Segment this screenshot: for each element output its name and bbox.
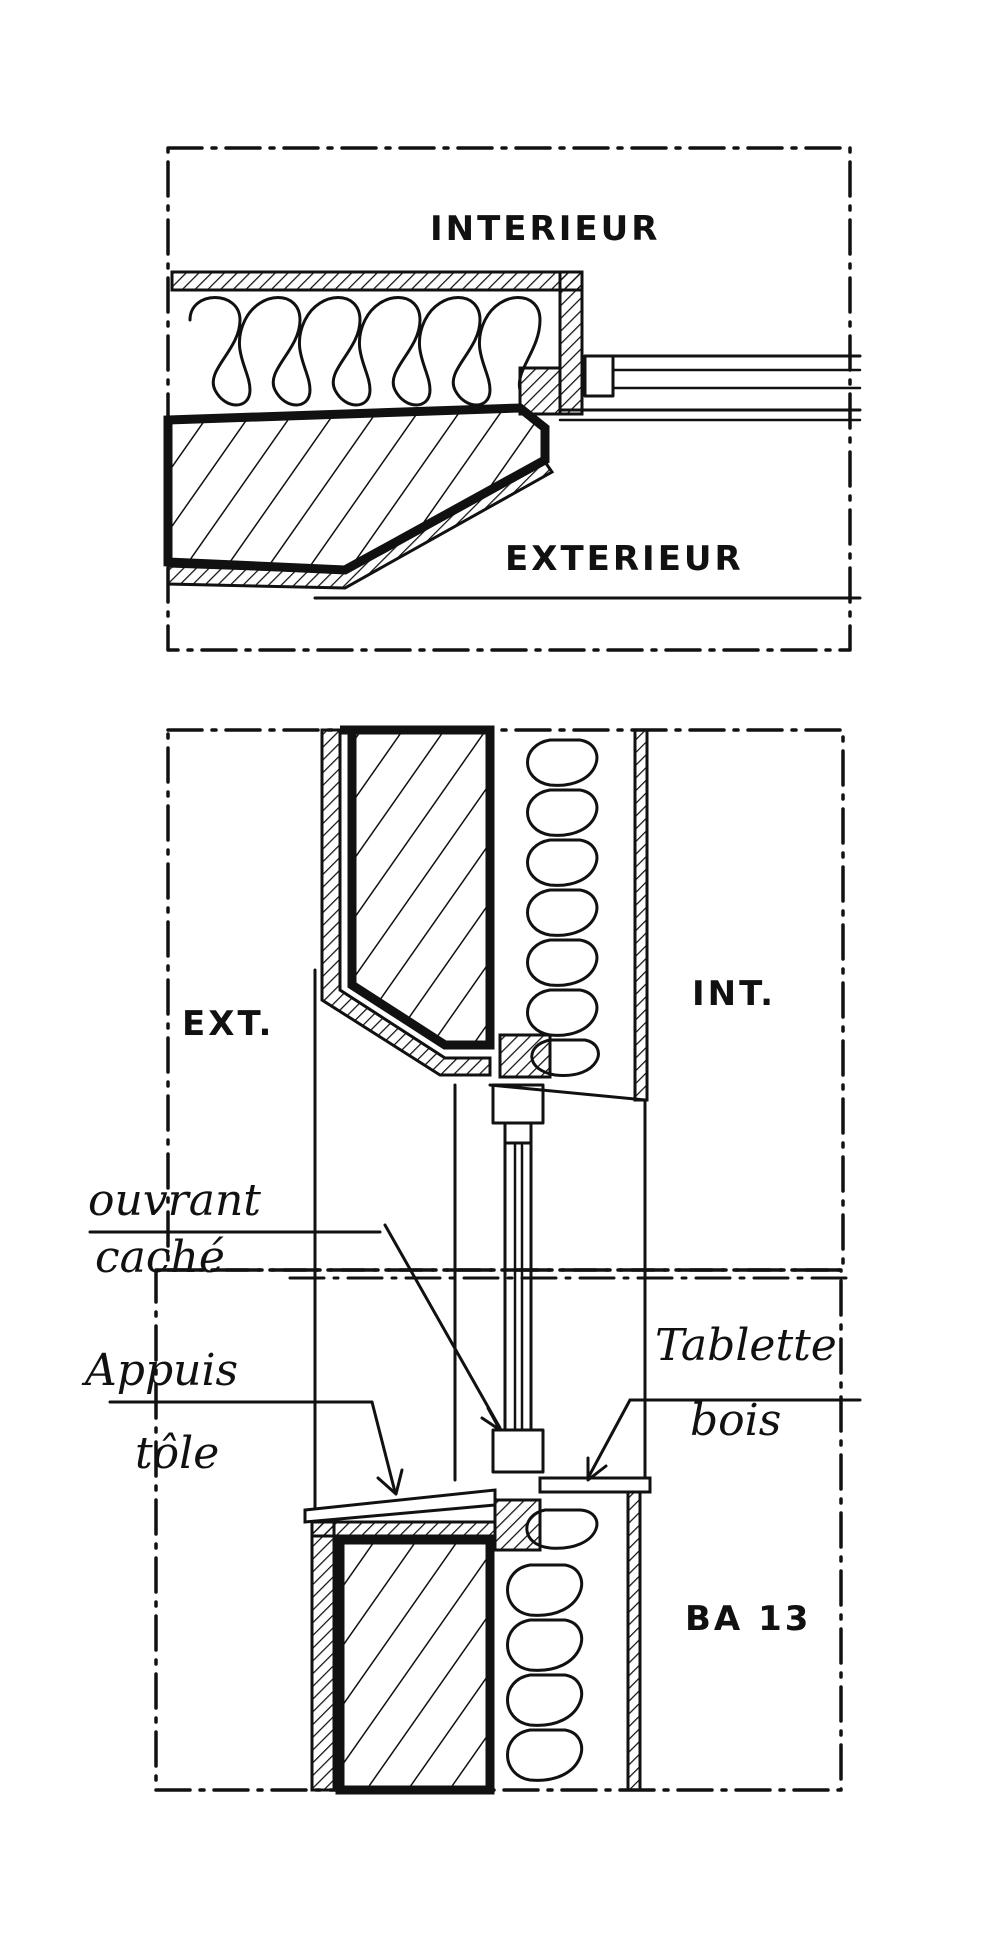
section-detail: EXT. INT. ouvrant caché Appuis tôle Tabl… (81, 725, 862, 1795)
section-upper-soffit-line (488, 1083, 647, 1102)
ba13-label: BA 13 (685, 1599, 811, 1639)
plan-insulation (188, 296, 542, 407)
section-upper-frame-block (498, 1033, 552, 1079)
section-lintel-render (320, 728, 492, 1077)
section-lower-render (310, 1520, 336, 1792)
ouvrant-label-line1: ouvrant (88, 1175, 261, 1226)
plan-detail: INTERIEUR EXTERIEUR (163, 146, 862, 652)
section-lower-masonry (335, 1535, 495, 1795)
tablette-label-line1: Tablette (655, 1320, 837, 1371)
plan-masonry-wall (163, 403, 550, 575)
section-upper-insulation (526, 738, 600, 1077)
plan-exterior-render (166, 460, 555, 590)
section-exterior-label: EXT. (182, 1004, 274, 1044)
section-sill-flashing (303, 1488, 497, 1524)
appuis-label-line2: tôle (135, 1428, 219, 1479)
section-lower-insulation (506, 1508, 599, 1782)
section-leaders (88, 1223, 862, 1496)
section-lower-interior-board (626, 1490, 642, 1792)
plan-finish-return (558, 270, 584, 416)
section-upper-interior-board (633, 728, 649, 1102)
plan-frame-block (518, 366, 562, 416)
section-lower-frame (154, 1268, 843, 1792)
plan-interior-label: INTERIEUR (430, 209, 660, 249)
ouvrant-label-line2: caché (95, 1232, 225, 1283)
plan-exterior-label: EXTERIEUR (505, 539, 744, 579)
plan-window (313, 354, 862, 600)
section-interior-label: INT. (692, 974, 776, 1014)
plan-frame (166, 146, 852, 652)
section-lower-top-render (310, 1520, 497, 1538)
plan-interior-finish (170, 270, 584, 292)
section-wood-tablet (538, 1476, 652, 1494)
section-window-glazing (313, 968, 647, 1512)
appuis-label-line1: Appuis (81, 1345, 238, 1396)
tablette-label-line2: bois (690, 1395, 781, 1446)
section-lintel-masonry (340, 725, 495, 1050)
